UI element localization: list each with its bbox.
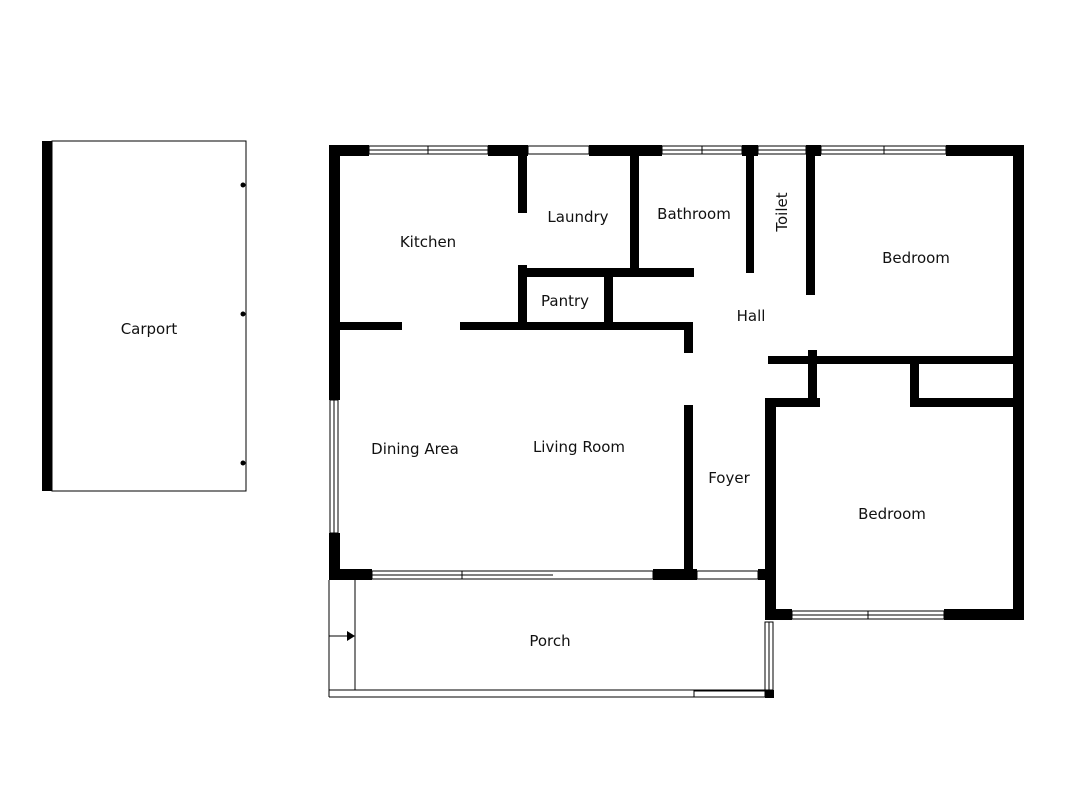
room-label-toilet: Toilet — [773, 192, 791, 232]
room-label-laundry: Laundry — [547, 208, 608, 226]
wall — [765, 398, 776, 620]
wall — [808, 350, 817, 406]
room-label-porch: Porch — [529, 632, 570, 650]
room-label-bedroom-main: Bedroom — [882, 249, 950, 267]
room-label-foyer: Foyer — [708, 469, 750, 487]
wall — [329, 533, 340, 580]
wall — [684, 322, 693, 353]
room-label-bedroom-second: Bedroom — [858, 505, 926, 523]
wall — [765, 690, 774, 698]
wall — [768, 398, 776, 412]
wall — [684, 405, 693, 580]
wall — [910, 398, 1024, 407]
wall — [653, 569, 697, 580]
window — [693, 690, 766, 698]
wall — [460, 322, 692, 330]
door — [696, 570, 759, 580]
carport-structure — [42, 140, 247, 492]
room-label-living: Living Room — [533, 438, 625, 456]
wall — [746, 145, 754, 273]
carport-post — [240, 460, 246, 466]
wall — [944, 609, 1024, 620]
entry-arrow-icon — [347, 631, 355, 641]
wall — [329, 145, 340, 400]
wall — [329, 145, 369, 156]
wall — [630, 145, 639, 273]
wall — [329, 569, 372, 580]
wall — [518, 265, 527, 325]
room-label-dining: Dining Area — [371, 440, 459, 458]
wall — [589, 145, 662, 156]
carport-post — [240, 182, 246, 188]
carport-outline — [51, 140, 247, 492]
exterior-walls — [329, 145, 1024, 620]
wall — [910, 356, 919, 406]
windows — [329, 145, 947, 698]
room-label-hall: Hall — [737, 307, 766, 325]
carport-post — [240, 311, 246, 317]
wall — [758, 569, 768, 580]
wall — [329, 322, 402, 330]
room-label-pantry: Pantry — [541, 292, 589, 310]
wall — [768, 398, 820, 407]
wall — [488, 145, 528, 156]
wall — [604, 272, 613, 327]
wall — [518, 145, 527, 213]
porch-structure — [328, 580, 765, 698]
wall — [1013, 145, 1024, 620]
wall — [806, 145, 815, 295]
room-labels: Carport Kitchen Laundry Bathroom Toilet … — [121, 192, 950, 650]
interior-walls — [329, 145, 1024, 580]
carport-wall — [42, 141, 52, 491]
window — [527, 145, 590, 155]
wall — [768, 356, 1020, 364]
room-label-kitchen: Kitchen — [400, 233, 456, 251]
wall — [946, 145, 1024, 156]
room-label-carport: Carport — [121, 320, 178, 338]
room-label-bathroom: Bathroom — [657, 205, 731, 223]
wall — [765, 609, 792, 620]
